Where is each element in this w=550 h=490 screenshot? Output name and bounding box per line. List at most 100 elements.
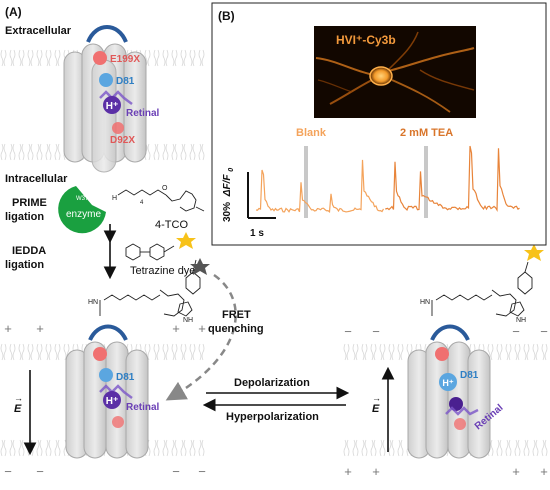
charge-plus: + — [540, 464, 548, 479]
svg-text:30% ΔF/F 0: 30% ΔF/F 0 — [222, 168, 235, 222]
depol-d81-residue — [439, 373, 457, 391]
extracellular-loop — [86, 25, 128, 43]
resting-d81-residue — [99, 368, 113, 382]
charge-plus: + — [172, 321, 180, 336]
d92x-residue — [112, 122, 124, 134]
prime-label-1: PRIME — [12, 197, 47, 209]
charge-minus: − — [344, 324, 352, 339]
fret-label-2: quenching — [208, 323, 264, 335]
lpla-enzyme: W37V LplA enzyme — [58, 186, 110, 234]
hyperpolarization-label: Hyperpolarization — [226, 411, 319, 423]
charge-plus: + — [344, 464, 352, 479]
channelrhodopsin-top: E199X D81 H⁺ Retinal D92X — [63, 25, 160, 173]
enzyme-label-1: LplA — [90, 194, 110, 205]
charge-minus: − — [198, 464, 206, 479]
charge-minus: − — [372, 324, 380, 339]
micro-background — [314, 26, 476, 118]
tco-ho: H — [112, 195, 117, 202]
scale-ylabel-pct: 30% — [222, 202, 233, 222]
cell-body — [369, 66, 393, 86]
tco-label: 4-TCO — [155, 219, 188, 231]
charge-minus: − — [172, 464, 180, 479]
depol-proton-label: H⁺ — [442, 378, 453, 388]
enzyme-superscript: W37V — [76, 196, 92, 202]
helix-d4 — [467, 349, 491, 459]
loop-resting — [88, 324, 128, 341]
fret-arc — [165, 273, 237, 401]
iedda-label-2: ligation — [5, 259, 44, 271]
channelrhodopsin-resting: D81 H⁺ Retinal — [65, 324, 160, 459]
membrane-charges: + + + + − − − − − − − − + + + + — [4, 321, 548, 479]
resting-red-residue — [93, 347, 107, 361]
field-vector-left: → — [14, 393, 23, 403]
microscopy-image: HVI⁺-Cy3b — [314, 26, 476, 118]
scale-ylabel-sub: 0 — [228, 168, 235, 172]
tco-subscript: 4 — [140, 200, 144, 206]
loop-depolarized — [430, 324, 470, 341]
tea-label: 2 mM TEA — [400, 127, 453, 139]
charge-minus: − — [512, 324, 520, 339]
charge-plus: + — [372, 464, 380, 479]
intracellular-label: Intracellular — [5, 173, 68, 185]
d81-label: D81 — [116, 76, 135, 87]
dye-label: Tetrazine dye — [130, 265, 195, 277]
panel-a-label: (A) — [5, 5, 22, 19]
conj-right-hn: HN — [420, 299, 430, 306]
scale-ylabel-delta: ΔF/F — [222, 174, 233, 198]
charge-plus: + — [198, 321, 206, 336]
enzyme-label-2: enzyme — [66, 209, 101, 220]
trace-tea — [385, 145, 520, 213]
resting-retinal-label: Retinal — [126, 402, 160, 413]
proton-label: H⁺ — [106, 101, 119, 112]
depol-retinal-chain — [445, 406, 479, 416]
stimulus-marker-tea — [424, 146, 428, 218]
depol-lower-residue — [454, 418, 466, 430]
panel-b-label: (B) — [218, 9, 235, 23]
quenched-dye-star — [190, 258, 210, 275]
d92x-label: D92X — [110, 135, 135, 146]
conj-left-nh: NH — [183, 317, 193, 324]
trace-blank — [255, 159, 385, 213]
charge-plus: + — [4, 321, 12, 336]
depolarization-label: Depolarization — [234, 377, 310, 389]
emitting-dye-star — [524, 244, 544, 261]
charge-plus: + — [512, 464, 520, 479]
resting-proton-label: H⁺ — [106, 396, 119, 407]
tco-structure — [117, 189, 205, 212]
conjugate-right — [431, 261, 533, 317]
blank-label: Blank — [296, 127, 327, 139]
extracellular-label: Extracellular — [5, 25, 72, 37]
charge-minus: − — [540, 324, 548, 339]
charge-minus: − — [4, 464, 12, 479]
scale-ylabel: 30% ΔF/F 0 — [222, 168, 235, 222]
proton-sphere — [103, 96, 121, 114]
charge-minus: − — [36, 464, 44, 479]
charge-plus: + — [36, 321, 44, 336]
conj-left-hn: HN — [88, 299, 98, 306]
field-label-left: E — [14, 403, 22, 415]
helix-4 — [123, 51, 147, 163]
resting-d81-label: D81 — [116, 372, 135, 383]
resting-retinal-chain — [99, 384, 133, 399]
depol-d81-label: D81 — [460, 370, 479, 381]
dye-star — [176, 232, 196, 249]
iedda-label-1: IEDDA — [12, 245, 46, 257]
e199x-label: E199X — [110, 54, 140, 65]
stimulus-marker-blank — [304, 146, 308, 218]
tetrazine-structure — [125, 243, 175, 261]
prime-label-2: ligation — [5, 211, 44, 223]
image-title: HVI⁺-Cy3b — [336, 33, 396, 47]
resting-proton-sphere — [103, 391, 121, 409]
fret-label-1: FRET — [222, 309, 251, 321]
depol-red-residue — [435, 347, 449, 361]
field-vector-right: → — [372, 393, 381, 403]
e199x-residue — [93, 51, 107, 65]
scale-time-label: 1 s — [250, 228, 264, 239]
conjugate-left — [99, 259, 201, 317]
field-label-right: E — [372, 403, 380, 415]
channelrhodopsin-depolarized: H⁺ D81 Retinal — [407, 324, 506, 459]
resting-lower-residue — [112, 416, 124, 428]
conj-right-nh: NH — [516, 317, 526, 324]
retinal-chain — [99, 90, 133, 105]
